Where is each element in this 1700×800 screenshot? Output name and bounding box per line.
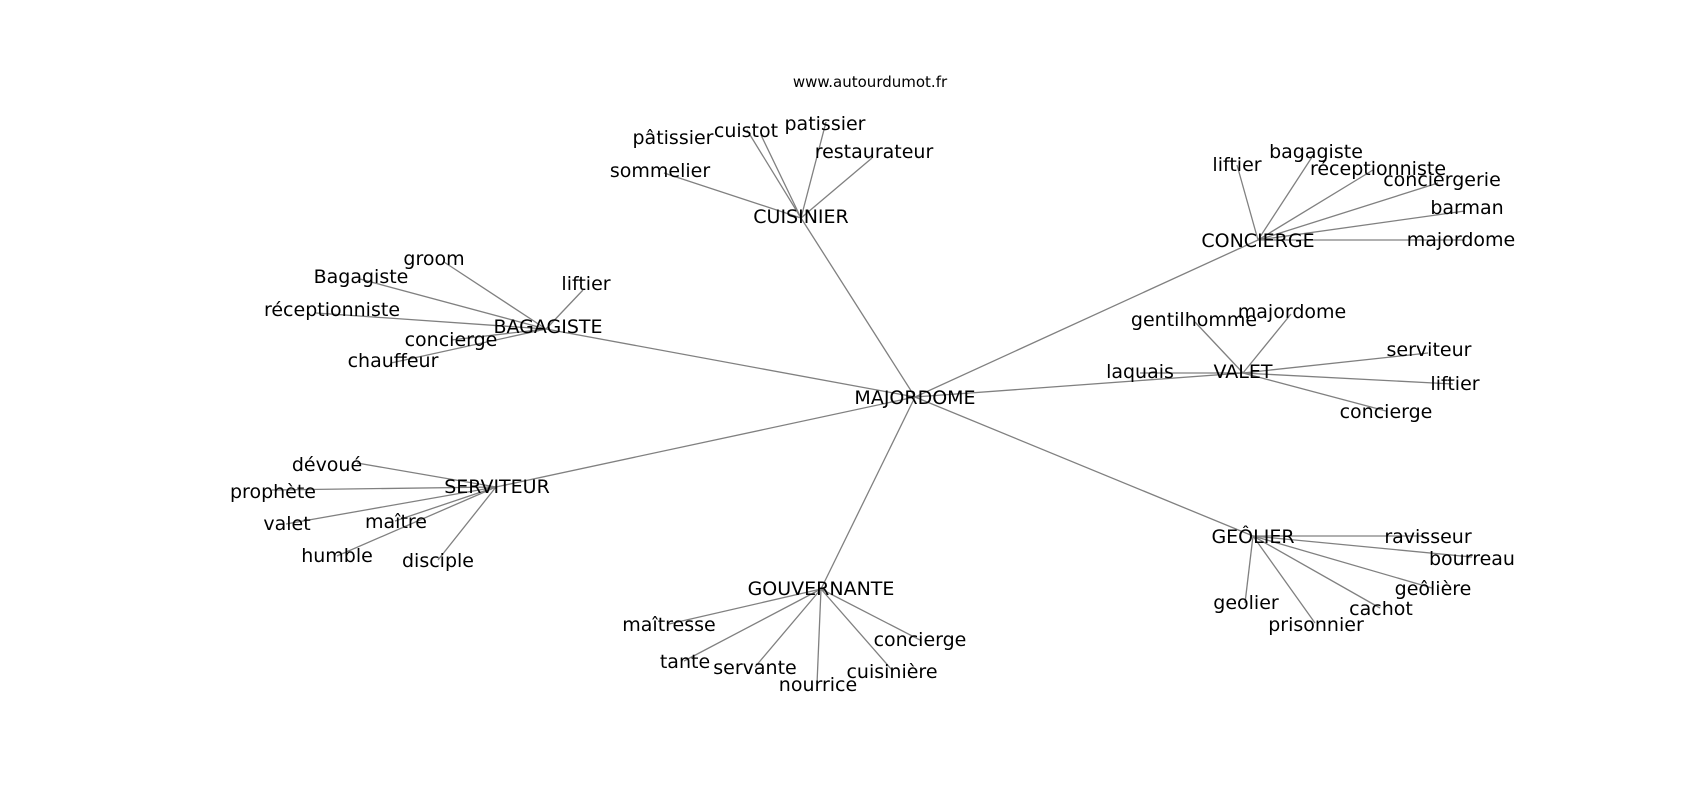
edge-hub-leaf: [1252, 535, 1381, 609]
edge-hub-leaf: [800, 121, 827, 219]
edge-hub-leaf: [1257, 169, 1374, 241]
edge-hub-leaf: [336, 486, 497, 557]
hub-node-label: BAGAGISTE: [493, 316, 602, 338]
edge-center-hub: [914, 396, 1254, 537]
edge-hub-leaf: [1244, 535, 1254, 604]
leaf-node-label: groom: [403, 248, 464, 270]
edge-hub-leaf: [820, 588, 893, 671]
leaf-node-label: bagagiste: [1269, 141, 1363, 163]
leaf-node-label: humble: [301, 545, 373, 567]
leaf-node-label: conciergerie: [1383, 169, 1501, 191]
leaf-node-label: geolier: [1213, 592, 1279, 614]
leaf-node-label: liftier: [1430, 373, 1479, 395]
leaf-node-label: servante: [713, 657, 796, 679]
leaf-node-label: liftier: [1212, 154, 1261, 176]
edge-hub-leaf: [1257, 182, 1439, 241]
leaf-node-label: sommelier: [610, 160, 710, 182]
leaf-node-label: cachot: [1349, 598, 1413, 620]
edge-hub-leaf: [1242, 372, 1454, 385]
edge-hub-leaf: [443, 261, 547, 330]
leaf-node-label: réceptionniste: [1310, 158, 1446, 180]
edge-hub-leaf: [1252, 535, 1473, 558]
edge-hub-leaf: [668, 588, 822, 625]
edge-hub-leaf: [450, 328, 547, 341]
leaf-node-label: serviteur: [1387, 339, 1472, 361]
leaf-node-label: prisonnier: [1268, 614, 1364, 636]
center-node-label: MAJORDOME: [854, 387, 975, 409]
leaf-node-label: ravisseur: [1384, 526, 1472, 548]
edge-hub-leaf: [1242, 372, 1387, 412]
leaf-node-label: majordome: [1407, 229, 1515, 251]
edge-hub-leaf: [1242, 352, 1429, 374]
hub-node-label: CONCIERGE: [1201, 230, 1314, 252]
leaf-node-label: pâtissier: [632, 127, 713, 149]
edge-hub-leaf: [1252, 535, 1316, 624]
leaf-node-label: laquais: [1106, 361, 1174, 383]
hub-node-label: CUISINIER: [753, 206, 848, 228]
edge-hub-leaf: [356, 462, 497, 488]
edge-hub-leaf: [394, 486, 497, 522]
edge-hub-leaf: [1257, 153, 1315, 241]
leaf-node-label: barman: [1430, 197, 1503, 219]
edge-hub-leaf: [816, 588, 822, 685]
leaf-node-label: Bagagiste: [314, 266, 409, 288]
leaf-node-label: concierge: [874, 629, 967, 651]
edge-hub-leaf: [760, 134, 802, 219]
edge-hub-leaf: [683, 588, 822, 662]
leaf-node-label: nourrice: [779, 674, 857, 696]
leaf-node-label: disciple: [402, 550, 474, 572]
leaf-node-label: tante: [660, 651, 710, 673]
edge-hub-leaf: [1257, 210, 1466, 241]
edge-center-hub: [495, 396, 916, 488]
leaf-node-label: geôlière: [1395, 578, 1472, 600]
edge-center-hub: [800, 217, 916, 398]
edge-hub-leaf: [545, 289, 584, 330]
hub-node-label: VALET: [1214, 361, 1273, 383]
leaf-node-label: concierge: [405, 329, 498, 351]
edge-hub-leaf: [1252, 535, 1433, 589]
leaf-node-label: restaurateur: [815, 141, 934, 163]
hub-node-label: GOUVERNANTE: [748, 578, 895, 600]
edge-hub-leaf: [1242, 313, 1292, 374]
leaf-node-label: cuisinière: [846, 661, 937, 683]
edge-center-hub: [820, 396, 916, 590]
leaf-node-label: maîtresse: [622, 614, 715, 636]
edge-hub-leaf: [800, 157, 873, 219]
edge-hub-leaf: [390, 328, 547, 364]
leaf-node-label: prophète: [230, 481, 316, 503]
leaf-node-label: maître: [365, 511, 427, 533]
leaf-node-label: liftier: [561, 273, 610, 295]
leaf-node-label: réceptionniste: [264, 299, 400, 321]
edge-center-hub: [545, 328, 916, 398]
edge-hub-leaf: [1194, 321, 1244, 374]
edge-hub-leaf: [1236, 164, 1259, 241]
leaf-node-label: gentilhomme: [1131, 309, 1257, 331]
edge-hub-leaf: [285, 486, 497, 525]
edge-hub-leaf: [663, 172, 802, 219]
leaf-node-label: concierge: [1340, 401, 1433, 423]
graph-edges: [271, 121, 1473, 685]
edge-hub-leaf: [271, 486, 497, 491]
leaf-node-label: dévoué: [292, 454, 362, 476]
hub-node-label: GEÔLIER: [1211, 524, 1294, 548]
edge-hub-leaf: [820, 588, 921, 641]
edge-hub-leaf: [359, 278, 547, 330]
hub-node-label: SERVITEUR: [444, 476, 550, 498]
leaf-node-label: chauffeur: [348, 350, 439, 372]
edge-hub-leaf: [315, 312, 547, 330]
edge-center-hub: [914, 239, 1259, 398]
edge-hub-leaf: [754, 588, 822, 668]
leaf-node-label: majordome: [1238, 301, 1346, 323]
source-watermark: www.autourdumot.fr: [793, 73, 948, 91]
leaf-node-label: bourreau: [1429, 548, 1515, 570]
edge-hub-leaf: [746, 129, 802, 219]
leaf-node-label: patissier: [784, 113, 865, 135]
leaf-node-label: cuistot: [714, 120, 778, 142]
edge-center-hub: [914, 372, 1244, 398]
leaf-node-label: valet: [263, 513, 310, 535]
edge-hub-leaf: [437, 486, 497, 561]
